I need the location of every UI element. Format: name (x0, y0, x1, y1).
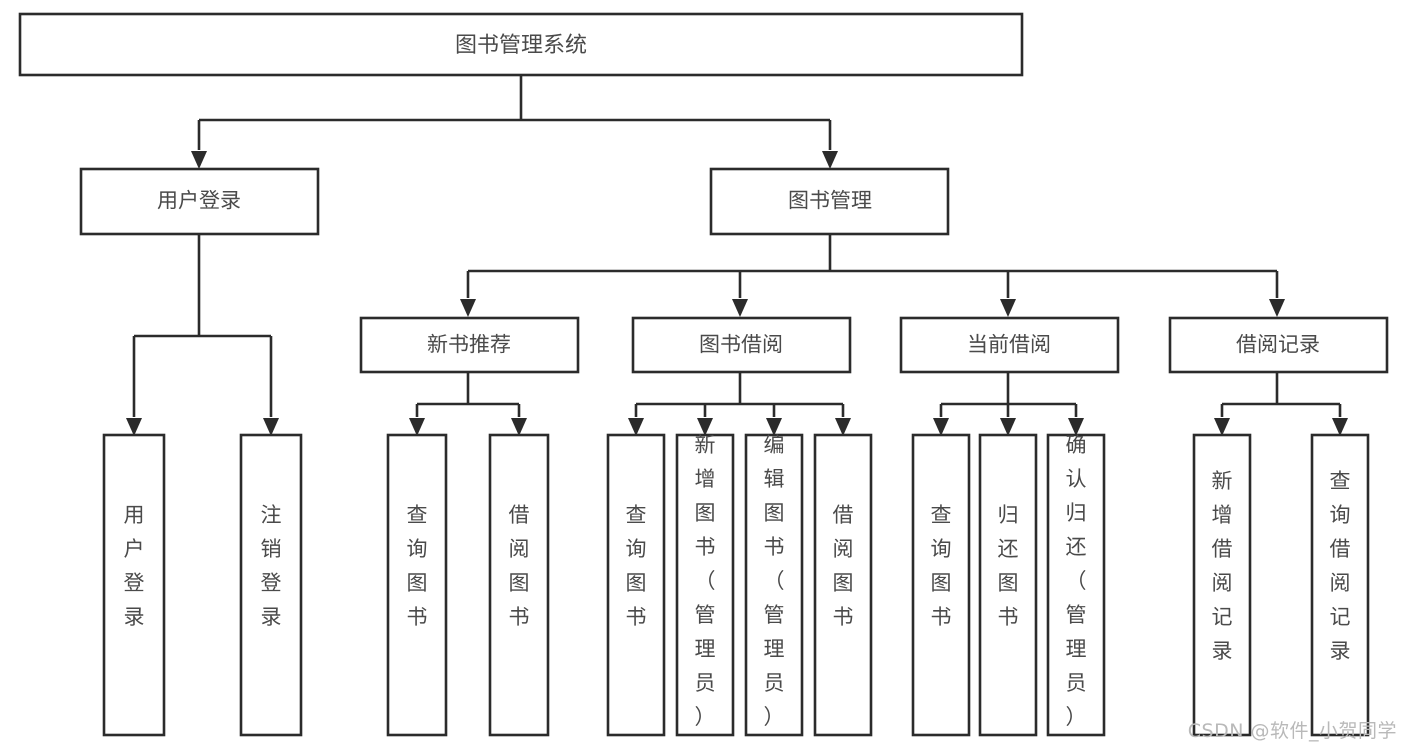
node-book-borrow-label: 图书借阅 (699, 333, 783, 357)
node-root-system-label: 图书管理系统 (455, 33, 587, 58)
node-leaf-add-book-label: 新增图书（管理员） (695, 433, 716, 729)
node-leaf-logout-login-label: 注销登录 (261, 503, 282, 629)
node-leaf-borrow-book-2-label: 借阅图书 (833, 503, 854, 629)
node-borrow-record-label: 借阅记录 (1236, 333, 1320, 357)
node-book-manage-label: 图书管理 (788, 189, 872, 213)
connector-book-manage-to-level3 (460, 234, 1285, 317)
node-leaf-add-book[interactable]: 新增图书（管理员） (675, 433, 735, 737)
csdn-watermark: CSDN @软件_小贺同学 (1187, 720, 1397, 742)
node-leaf-borrow-book-1-label: 借阅图书 (509, 503, 530, 629)
node-leaf-user-login[interactable]: 用户登录 (102, 433, 166, 737)
node-leaf-query-book-3-label: 查询图书 (931, 503, 952, 629)
node-leaf-query-record[interactable]: 查询借阅记录 (1310, 433, 1370, 737)
node-user-login[interactable]: 用户登录 (79, 167, 320, 236)
node-leaf-edit-book[interactable]: 编辑图书（管理员） (744, 433, 804, 737)
node-root-system[interactable]: 图书管理系统 (18, 12, 1024, 77)
node-leaf-query-book-1-label: 查询图书 (407, 503, 428, 629)
connector-root-to-level2 (191, 75, 838, 169)
node-leaf-query-record-label: 查询借阅记录 (1330, 469, 1351, 663)
node-leaf-add-record[interactable]: 新增借阅记录 (1192, 433, 1252, 737)
node-book-borrow[interactable]: 图书借阅 (631, 316, 852, 374)
node-current-borrow[interactable]: 当前借阅 (899, 316, 1120, 374)
node-leaf-query-book-1[interactable]: 查询图书 (386, 433, 448, 737)
node-leaf-query-book-2-label: 查询图书 (626, 503, 647, 629)
node-leaf-confirm-return[interactable]: 确认归还（管理员） (1046, 433, 1106, 737)
connector-layer (126, 75, 1348, 436)
node-leaf-edit-book-label: 编辑图书（管理员） (764, 433, 785, 729)
node-leaf-user-login-label: 用户登录 (124, 503, 145, 629)
connector-book-borrow-to-leaves (628, 372, 851, 436)
node-leaf-borrow-book-1[interactable]: 借阅图书 (488, 433, 550, 737)
node-leaf-return-book[interactable]: 归还图书 (978, 433, 1038, 737)
node-leaf-logout-login[interactable]: 注销登录 (239, 433, 303, 737)
node-new-book-recommend-label: 新书推荐 (427, 333, 511, 357)
node-current-borrow-label: 当前借阅 (967, 333, 1051, 357)
node-leaf-confirm-return-label: 确认归还（管理员） (1066, 433, 1087, 729)
node-borrow-record[interactable]: 借阅记录 (1168, 316, 1389, 374)
connector-current-borrow-to-leaves (933, 372, 1084, 436)
node-user-login-label: 用户登录 (157, 189, 241, 213)
node-leaf-query-book-2[interactable]: 查询图书 (606, 433, 666, 737)
node-leaf-query-book-3[interactable]: 查询图书 (911, 433, 971, 737)
node-leaf-add-record-label: 新增借阅记录 (1212, 469, 1233, 663)
connector-borrow-record-to-leaves (1214, 372, 1348, 436)
connector-user-login-to-leaves (126, 234, 279, 436)
node-leaf-return-book-label: 归还图书 (998, 503, 1019, 629)
node-leaf-borrow-book-2[interactable]: 借阅图书 (813, 433, 873, 737)
node-book-manage[interactable]: 图书管理 (709, 167, 950, 236)
connector-new-book-recommend-to-leaves (409, 372, 527, 436)
node-new-book-recommend[interactable]: 新书推荐 (359, 316, 580, 374)
